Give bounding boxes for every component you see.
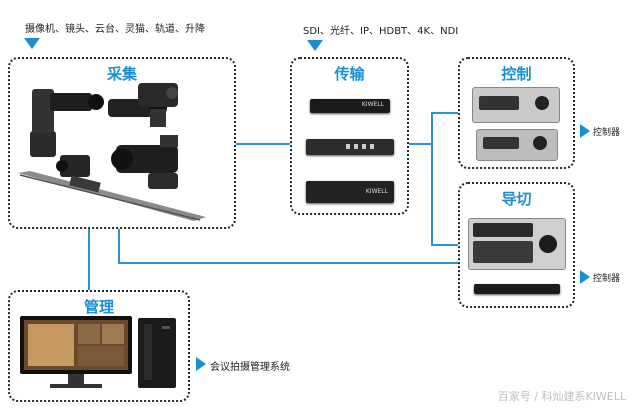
connector-capture-transmission: [236, 143, 290, 145]
control-panel-2: [476, 129, 558, 161]
watermark: 百家号 / 科灿建系KIWELL: [497, 390, 626, 403]
connector-capture-management: [88, 228, 90, 290]
connector-transmission-hub: [409, 143, 431, 145]
arrow-down-icon: [307, 40, 323, 51]
transmission-device-1: KIWELL: [310, 99, 390, 113]
connector-hub-switching: [431, 244, 458, 246]
connector-capture-switching: [118, 262, 458, 264]
arrow-right-icon: [580, 124, 590, 138]
switching-box: 导切: [458, 182, 575, 308]
management-workstation-illustration: [20, 316, 176, 388]
capture-title: 采集: [106, 65, 137, 83]
control-box: 控制: [458, 57, 575, 169]
switching-title: 导切: [501, 190, 532, 208]
controller-label-2: 控制器: [593, 274, 621, 284]
arrow-right-icon: [196, 357, 206, 371]
transmission-title: 传输: [334, 65, 365, 83]
control-panel-1: [472, 87, 560, 123]
control-title: 控制: [501, 65, 532, 83]
management-title: 管理: [83, 298, 114, 316]
transmission-box: 传输 KIWELL KIWELL: [290, 57, 409, 215]
capture-box: 采集: [8, 57, 236, 229]
transmission-types-caption: SDI、光纤、IP、HDBT、4K、NDI: [303, 26, 459, 37]
connector-hub-vertical: [431, 112, 433, 245]
connector-capture-down: [118, 228, 120, 263]
device-brand-label: KIWELL: [365, 188, 388, 195]
connector-hub-control: [431, 112, 458, 114]
switcher-console: [468, 218, 566, 270]
management-system-label: 会议拍摄管理系统: [210, 362, 290, 373]
transmission-device-3: KIWELL: [306, 181, 394, 203]
arrow-right-icon: [580, 270, 590, 284]
transmission-device-2: [306, 139, 394, 155]
device-brand-label: KIWELL: [361, 101, 384, 108]
controller-label-1: 控制器: [593, 128, 621, 138]
switcher-rack-unit: [474, 284, 560, 294]
management-box: 管理: [8, 290, 190, 402]
capture-equipment-illustration: [18, 83, 206, 221]
arrow-down-icon: [24, 38, 40, 49]
capture-devices-caption: 摄像机、镜头、云台、灵猫、轨道、升降: [25, 24, 205, 35]
